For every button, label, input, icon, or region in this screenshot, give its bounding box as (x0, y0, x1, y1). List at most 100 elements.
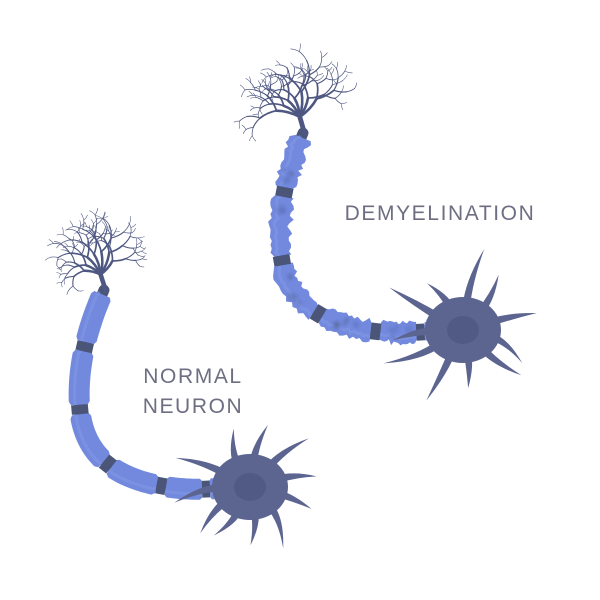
terminal-branch (84, 229, 91, 232)
terminal-branch (268, 102, 285, 107)
myelin-lesion (287, 273, 293, 281)
terminal-branch (245, 78, 251, 83)
myelin-lesion (282, 176, 291, 184)
terminal-branch (290, 62, 295, 69)
terminal-branch (271, 89, 279, 96)
dendrite (389, 287, 441, 321)
terminal-branch (48, 239, 54, 244)
terminal-branch (277, 94, 285, 107)
terminal-branch (300, 63, 303, 70)
terminal-branch (260, 68, 269, 71)
node-of-ranvier (98, 454, 117, 474)
terminal-branch (293, 67, 296, 77)
terminal-branch (56, 272, 62, 275)
terminal-branch (308, 69, 314, 71)
terminal-branch (99, 233, 103, 241)
terminal-branch (61, 282, 63, 288)
terminal-branch (93, 230, 100, 234)
terminal-branch (141, 258, 148, 260)
terminal-branch (103, 218, 110, 226)
terminal-branch (78, 290, 84, 292)
terminal-branch (56, 243, 62, 249)
terminal-branch (47, 243, 54, 247)
terminal-branch (88, 224, 91, 232)
terminal-branch (134, 250, 143, 253)
terminal-branch (94, 240, 103, 243)
terminal-branch (92, 235, 103, 253)
terminal-branch (79, 220, 82, 226)
dendrite (462, 248, 485, 307)
sheath-body (268, 195, 295, 257)
terminal-branch (268, 88, 276, 91)
terminal-branch (340, 103, 344, 111)
myelin-lesion (276, 204, 285, 215)
terminal-branch (252, 94, 262, 98)
terminal-branch (346, 88, 355, 93)
terminal-branch (76, 231, 83, 243)
terminal-branch (267, 81, 270, 86)
terminal-branch (325, 78, 334, 81)
terminal-branch (317, 73, 324, 76)
terminal-branch (93, 218, 98, 224)
terminal-branch (101, 240, 111, 247)
terminal-branch (56, 234, 64, 236)
terminal-branch (61, 258, 67, 263)
terminal-branch (254, 85, 261, 89)
terminal-branch (131, 227, 136, 233)
terminal-branch (260, 72, 267, 78)
terminal-branch (321, 52, 328, 58)
terminal-branch (259, 108, 263, 115)
terminal-branch (326, 67, 332, 75)
terminal-branch (129, 215, 131, 224)
myelin-segment (106, 459, 159, 495)
soma (383, 248, 537, 401)
terminal-branch (283, 83, 287, 89)
terminal-branch (275, 76, 283, 81)
dendrite (249, 424, 268, 464)
terminal-branch (334, 98, 342, 105)
terminal-branch (298, 43, 301, 52)
terminal-branch (327, 61, 333, 67)
terminal-branch (125, 258, 137, 261)
terminal-branch (86, 242, 90, 259)
terminal-branch (58, 274, 62, 279)
terminal-branch (102, 226, 106, 234)
dendrite (265, 438, 309, 471)
terminal-branch (245, 127, 254, 130)
terminal-branch (111, 257, 127, 262)
terminal-branch (74, 247, 83, 255)
terminal-branch (270, 80, 278, 86)
terminal-branch (66, 266, 75, 275)
terminal-branch (72, 285, 79, 292)
terminal-branch (72, 275, 75, 287)
terminal-branch (307, 65, 310, 71)
dendrite (392, 326, 435, 341)
dendrite (426, 351, 456, 401)
terminal-branch (65, 261, 76, 264)
terminal-branch (286, 67, 291, 80)
terminal-branch (264, 78, 266, 84)
terminal-branch (283, 88, 296, 100)
myelin-lesion (333, 321, 341, 329)
myelin-segment (163, 476, 204, 500)
terminal-branch (89, 210, 96, 216)
terminal-branch (303, 68, 308, 72)
terminal-branch (242, 129, 247, 134)
terminal-branch (266, 74, 278, 78)
terminal-branch (333, 89, 348, 93)
terminal-branch (82, 219, 85, 230)
myelin-lesion (388, 326, 396, 334)
terminal-branch (57, 258, 62, 260)
terminal-branch (139, 265, 145, 268)
terminal-branch (271, 95, 274, 101)
label-line: NEURON (143, 395, 244, 418)
terminal-branch (266, 88, 275, 98)
terminal-branch (53, 241, 62, 244)
node-of-ranvier (369, 322, 382, 341)
myelin-lesion (288, 171, 294, 177)
node-of-ranvier (155, 476, 168, 496)
terminal-branch (72, 236, 74, 242)
terminal-branch (129, 236, 139, 239)
terminal-branch (79, 242, 85, 247)
terminal-branch (320, 50, 323, 58)
